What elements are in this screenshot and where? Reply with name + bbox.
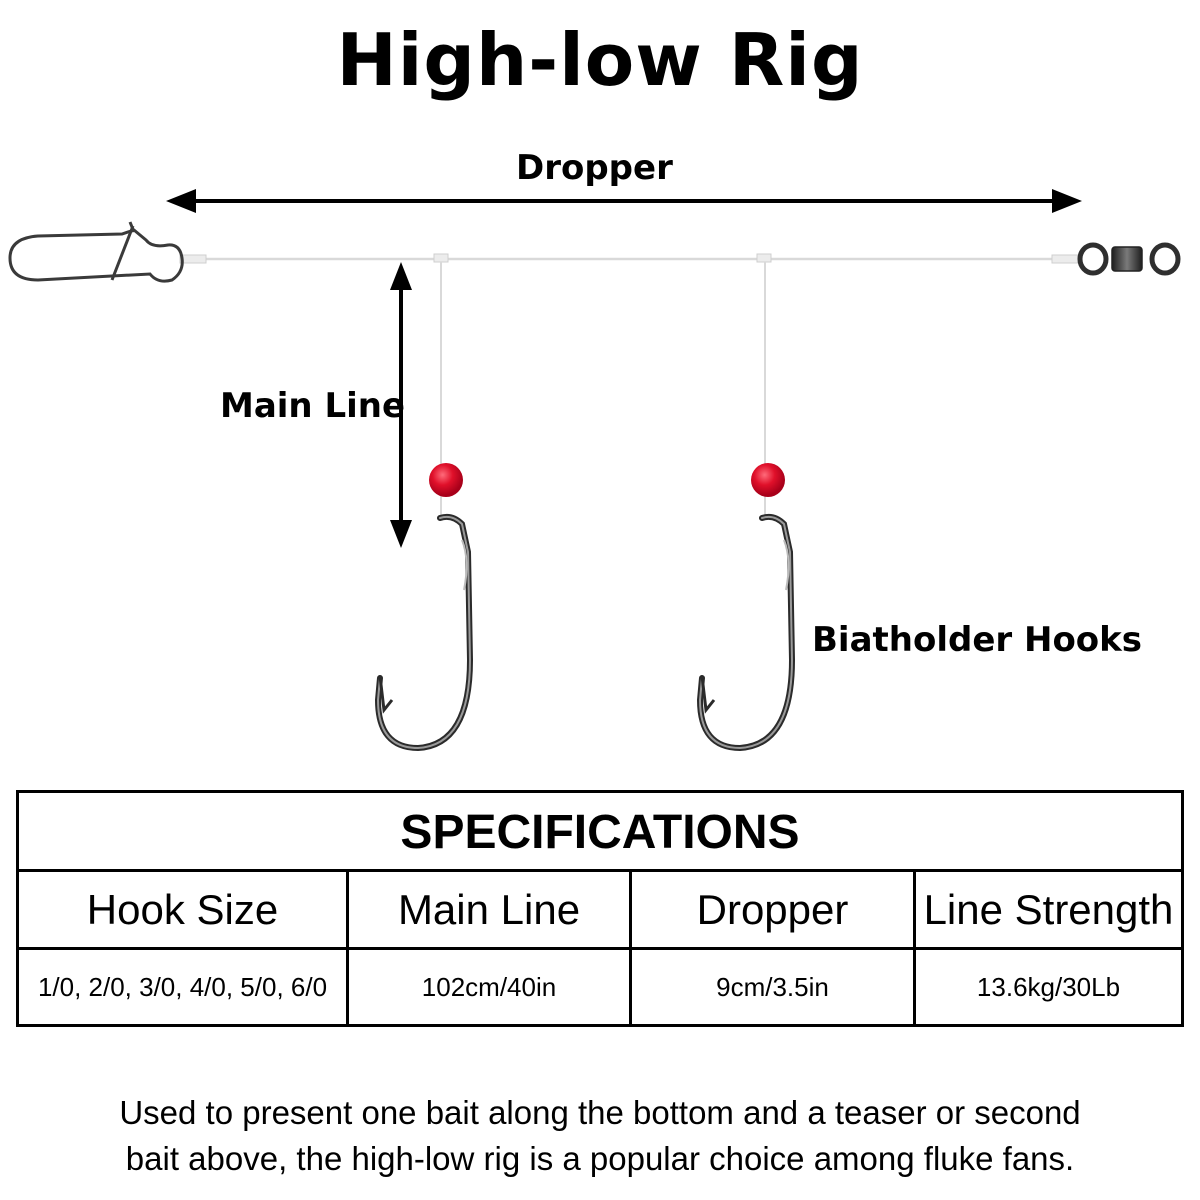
spec-value-hook-size: 1/0, 2/0, 3/0, 4/0, 5/0, 6/0 — [19, 950, 349, 1024]
spec-header-main-line: Main Line — [349, 872, 632, 950]
dropper-arrow — [166, 189, 1082, 213]
description-line-1: Used to present one bait along the botto… — [119, 1094, 1081, 1131]
spec-value-row: 1/0, 2/0, 3/0, 4/0, 5/0, 6/0 102cm/40in … — [19, 950, 1181, 1024]
spec-value-dropper: 9cm/3.5in — [632, 950, 916, 1024]
dropper-2 — [696, 262, 796, 752]
dropper-1 — [374, 262, 474, 752]
main-line-label: Main Line — [220, 386, 406, 426]
spec-header-dropper: Dropper — [632, 872, 916, 950]
knot-right — [1051, 254, 1079, 264]
baitholder-hook-icon-2 — [696, 513, 796, 752]
specifications-table: SPECIFICATIONS Hook Size Main Line Dropp… — [16, 790, 1184, 1027]
red-bead-1 — [429, 463, 463, 497]
knot-left — [179, 254, 207, 264]
spec-header-hook-size: Hook Size — [19, 872, 349, 950]
spec-header-row: Hook Size Main Line Dropper Line Strengt… — [19, 872, 1181, 950]
red-bead-2 — [751, 463, 785, 497]
dropper-label: Dropper — [516, 148, 673, 188]
specifications-title: SPECIFICATIONS — [19, 793, 1181, 872]
rig-diagram — [8, 189, 1181, 752]
knot-dropper-2 — [756, 253, 772, 263]
spec-value-main-line: 102cm/40in — [349, 950, 632, 1024]
page-title: High-low Rig — [336, 18, 864, 102]
barrel-swivel-icon — [1077, 242, 1181, 276]
hooks-label: Biatholder Hooks — [812, 620, 1143, 660]
description: Used to present one bait along the botto… — [0, 1090, 1200, 1182]
spec-value-line-strength: 13.6kg/30Lb — [976, 971, 1121, 1002]
main-line-arrow — [390, 262, 412, 548]
spec-header-line-strength: Line Strength — [916, 872, 1181, 950]
baitholder-hook-icon-1 — [374, 513, 474, 752]
snap-clip-icon — [8, 221, 184, 283]
description-line-2: bait above, the high-low rig is a popula… — [125, 1140, 1075, 1177]
knot-dropper-1 — [433, 253, 449, 263]
